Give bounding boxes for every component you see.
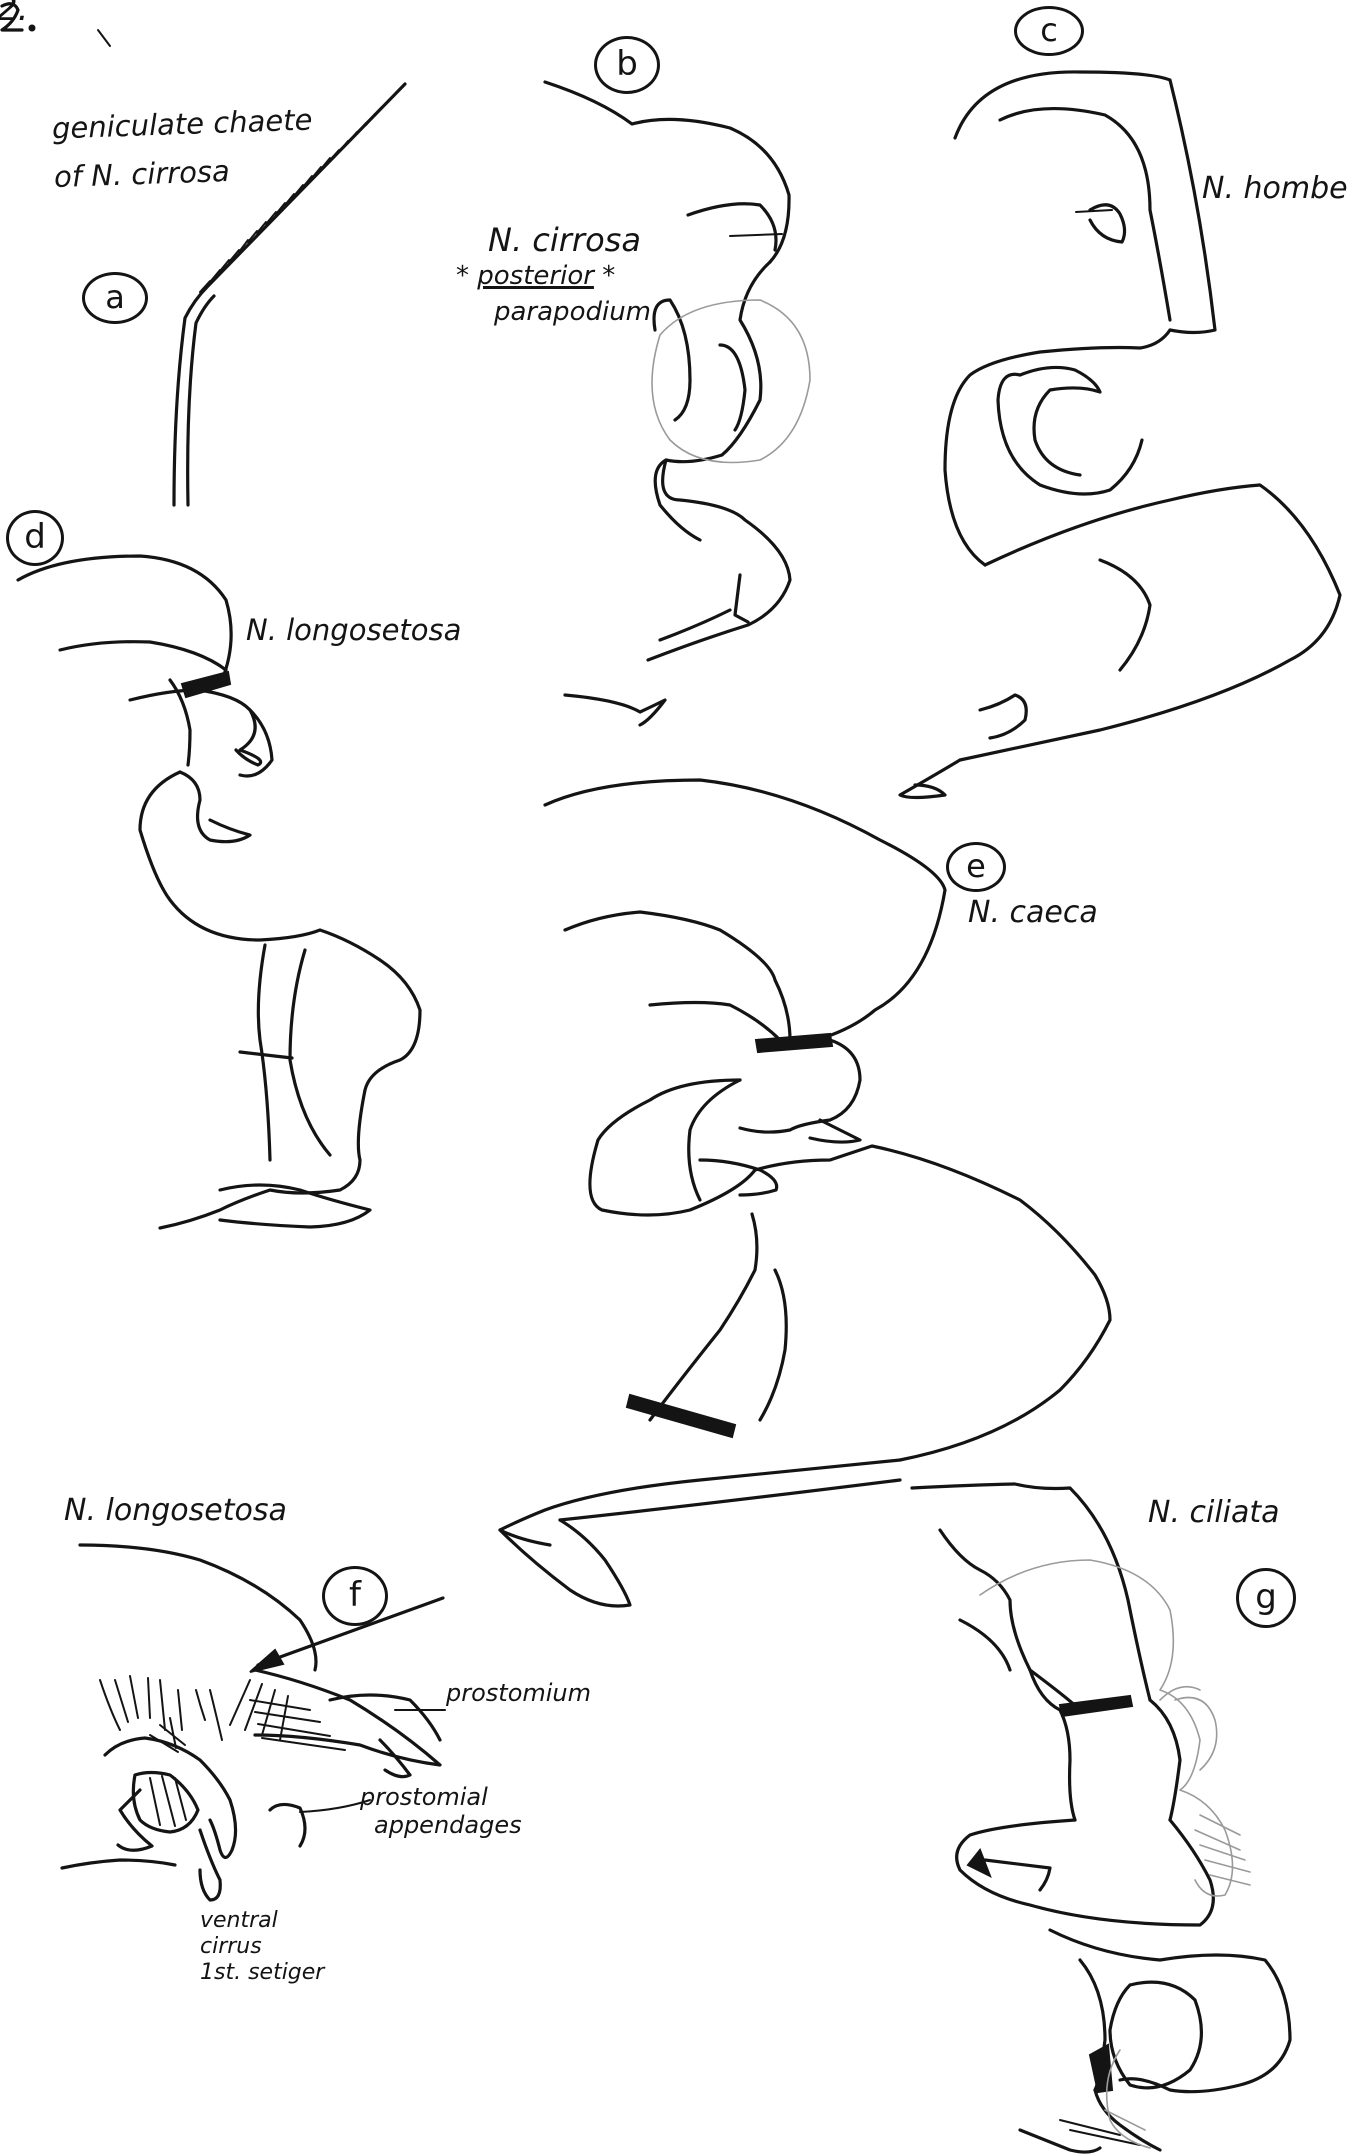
note-emphasis-posterior: posterior (477, 261, 594, 291)
panel-letter-d: d (6, 510, 64, 566)
species-label-c: N. hombe (1202, 172, 1348, 207)
label-prostomial-appendages-line-1: prostomial (360, 1784, 488, 1812)
label-ventral-line-3: 1st. setiger (200, 1960, 324, 1985)
note-marker-right: * (602, 261, 615, 291)
panel-letter-g: g (1236, 1568, 1296, 1628)
parapodium-note-b: * posterior * (456, 262, 615, 292)
label-prostomium: prostomium (446, 1680, 591, 1708)
panel-letter-f: f (322, 1566, 388, 1626)
note-line-parapodium: parapodium (494, 298, 651, 328)
species-label-d: N. longosetosa (246, 614, 461, 647)
parapodium-drawing-g (912, 1484, 1290, 2152)
species-label-b: N. cirrosa (488, 222, 641, 259)
label-ventral-line-1: ventral (200, 1908, 278, 1933)
chaeta-drawing-a (174, 84, 405, 505)
chaeta-caption-line-2: of N. cirrosa (53, 155, 230, 194)
panel-letter-a: a (82, 272, 148, 324)
panel-letter-e: e (946, 842, 1006, 892)
panel-letter-b: b (594, 36, 660, 94)
species-label-f: N. longosetosa (64, 1494, 287, 1529)
label-ventral-line-2: cirrus (200, 1934, 262, 1959)
page-number: 2. (0, 0, 28, 29)
panel-letter-c: c (1014, 6, 1084, 56)
label-prostomial-appendages-line-2: appendages (374, 1812, 522, 1840)
parapodium-drawing-d (18, 556, 420, 1228)
species-label-g: N. ciliata (1148, 1496, 1280, 1531)
species-label-e: N. caeca (968, 896, 1098, 931)
note-marker-left: * (456, 261, 469, 291)
parapodium-drawing-b (545, 82, 810, 725)
